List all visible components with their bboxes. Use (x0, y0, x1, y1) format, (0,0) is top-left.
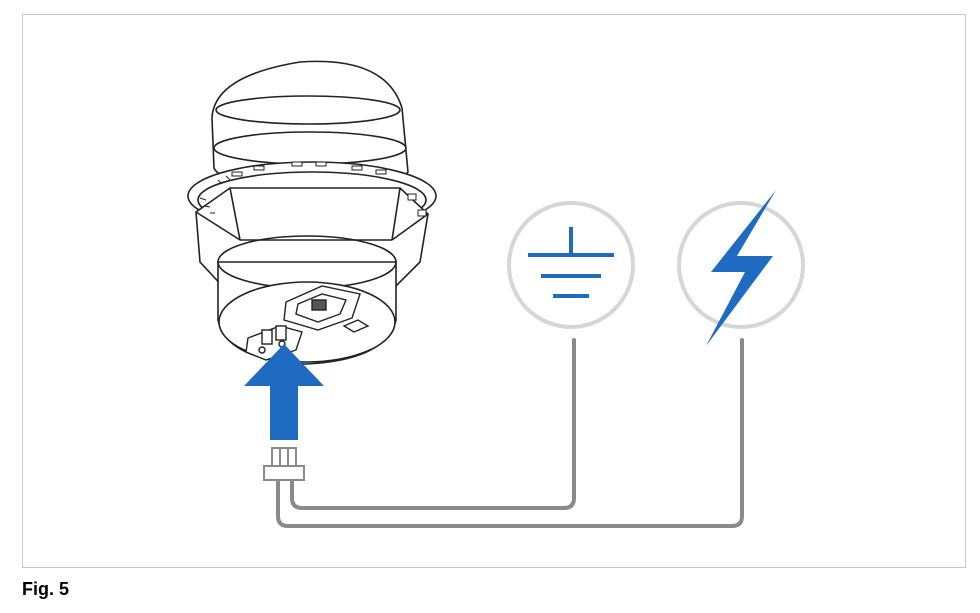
lightning-bolt-icon (677, 190, 805, 346)
ground-symbol-icon (507, 201, 635, 329)
scale-ticks (199, 161, 427, 217)
power-cable (276, 338, 744, 528)
insert-arrow-icon (244, 344, 324, 440)
two-pin-connector-icon (263, 447, 305, 481)
ground-cable (290, 338, 576, 510)
figure-frame (22, 14, 966, 568)
network-port (283, 285, 370, 333)
figure-caption: Fig. 5 (22, 579, 70, 599)
